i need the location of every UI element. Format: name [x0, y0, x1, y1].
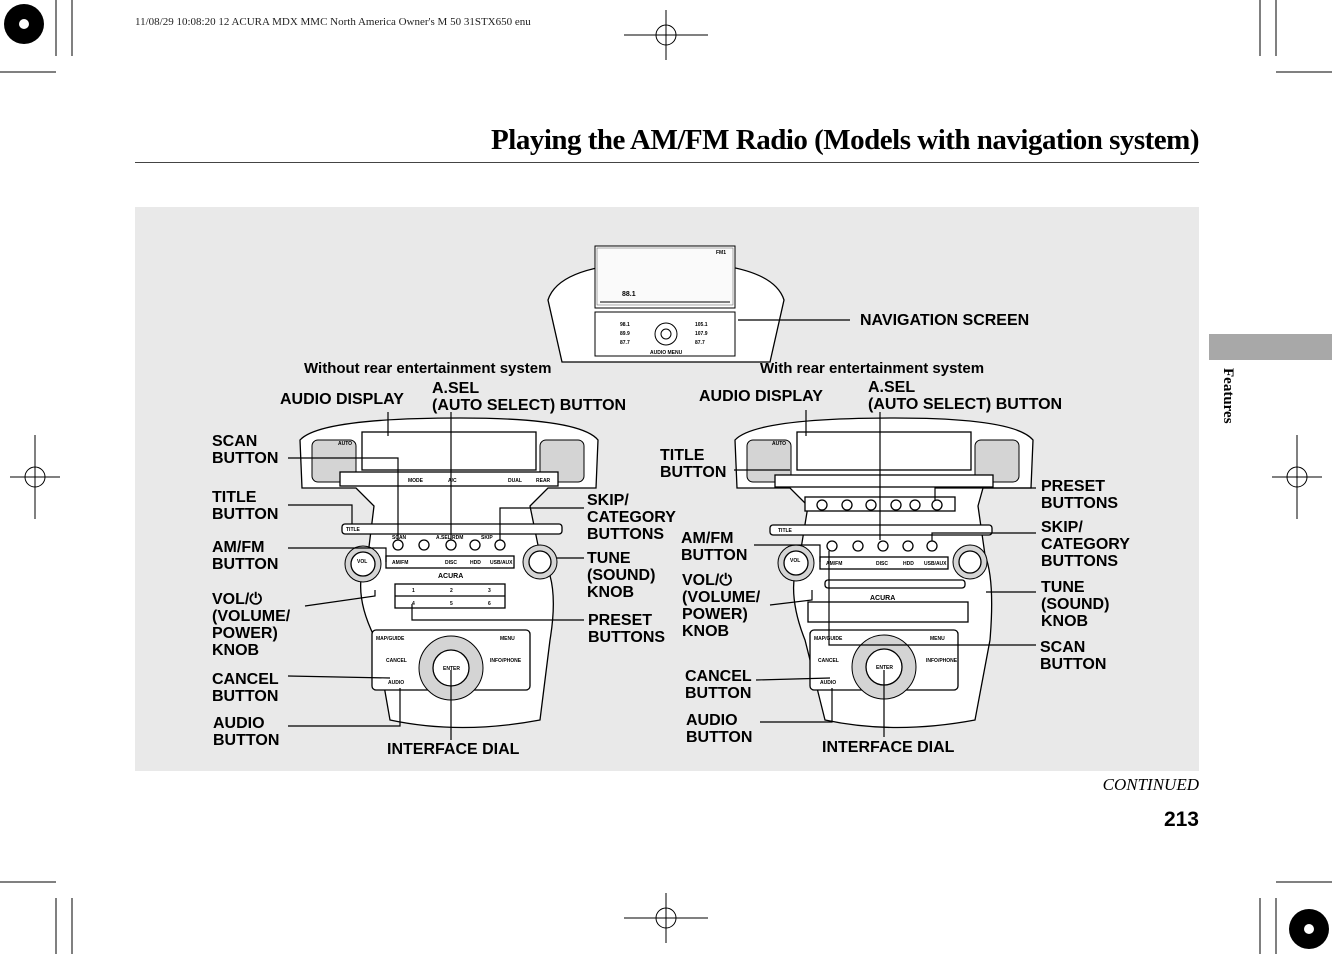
r-btn-enter: ENTER	[876, 665, 893, 671]
btn-rear: REAR	[536, 478, 551, 484]
btn-usb: USB/AUX	[490, 560, 513, 566]
label-tune-left: TUNE (SOUND) KNOB	[587, 550, 656, 601]
console-left: AUTO MODE A/C DUAL REAR TITLE SCAN A.SEL…	[299, 417, 599, 729]
label-tune-right: TUNE (SOUND) KNOB	[1041, 579, 1110, 630]
preset-6: 6	[488, 601, 491, 607]
screen-band: FM1	[716, 250, 726, 256]
btn-map: MAP/GUIDE	[376, 636, 405, 642]
preset-3: 3	[488, 588, 491, 594]
label-vol-left: VOL/⏻ (VOLUME/ POWER) KNOB	[212, 591, 291, 659]
title-rule	[135, 162, 1199, 163]
label-dial-right: INTERFACE DIAL	[822, 739, 955, 756]
subtitle-with: With rear entertainment system	[760, 360, 985, 377]
r-btn-audio: AUDIO	[820, 680, 836, 686]
navigation-screen: 88.1 FM1 98.1 89.9 87.7 105.1 107.9 87.7…	[547, 245, 785, 363]
screen-preset-l2: 89.9	[620, 331, 630, 337]
brand-logo: ACURA	[438, 573, 463, 580]
preset-5: 5	[450, 601, 453, 607]
label-asel-right: A.SEL (AUTO SELECT) BUTTON	[868, 379, 1063, 413]
label-amfm-right: AM/FM BUTTON	[681, 530, 748, 564]
label-vol-right: VOL/⏻ (VOLUME/ POWER) KNOB	[682, 572, 761, 640]
screen-preset-r1: 105.1	[695, 322, 708, 328]
label-title-left: TITLE BUTTON	[212, 489, 279, 523]
btn-cancel: CANCEL	[386, 658, 407, 664]
preset-4: 4	[412, 601, 415, 607]
r-btn-amfm: AM/FM	[826, 561, 842, 567]
r-btn-disc: DISC	[876, 561, 888, 567]
r-btn-vol: VOL	[790, 558, 800, 564]
label-navigation-screen: NAVIGATION SCREEN	[860, 312, 1030, 329]
screen-preset-l3: 87.7	[620, 340, 630, 346]
screen-preset-l1: 98.1	[620, 322, 630, 328]
btn-audio: AUDIO	[388, 680, 404, 686]
btn-menu: MENU	[500, 636, 515, 642]
sunburst-mark	[4, 4, 1329, 949]
r-btn-auto: AUTO	[772, 441, 786, 447]
label-preset-right: PRESET BUTTONS	[1041, 478, 1119, 512]
label-cancel-right: CANCEL BUTTON	[685, 668, 752, 702]
label-amfm-left: AM/FM BUTTON	[212, 539, 279, 573]
section-label: Features	[1220, 368, 1236, 424]
btn-scan: SCAN	[392, 535, 407, 541]
r-btn-title: TITLE	[778, 528, 793, 534]
label-preset-left: PRESET BUTTONS	[588, 612, 666, 646]
btn-asel: A.SEL RDM	[436, 535, 463, 541]
btn-auto: AUTO	[338, 441, 352, 447]
label-audio-display-right: AUDIO DISPLAY	[699, 388, 823, 405]
r-btn-cancel: CANCEL	[818, 658, 839, 664]
console-right: AUTO TITLE AM/FM DISC HDD USB/AUX VOL AC…	[734, 417, 1034, 729]
label-title-right: TITLE BUTTON	[660, 447, 727, 481]
btn-amfm: AM/FM	[392, 560, 408, 566]
continued-note: CONTINUED	[1102, 775, 1199, 794]
screen-preset-r3: 87.7	[695, 340, 705, 346]
r-btn-info: INFO/PHONE	[926, 658, 958, 664]
label-scan-left: SCAN BUTTON	[212, 433, 279, 467]
label-audio-display-left: AUDIO DISPLAY	[280, 391, 404, 408]
print-header: 11/08/29 10:08:20 12 ACURA MDX MMC North…	[135, 16, 531, 28]
btn-enter: ENTER	[443, 666, 460, 672]
r-brand-logo: ACURA	[870, 595, 895, 602]
screen-audio-menu: AUDIO MENU	[650, 350, 683, 356]
screen-freq: 88.1	[622, 291, 636, 298]
screen-preset-r2: 107.9	[695, 331, 708, 337]
section-tab	[1209, 334, 1332, 360]
label-audio-left: AUDIO BUTTON	[213, 715, 280, 749]
label-audio-right: AUDIO BUTTON	[686, 712, 753, 746]
label-scan-right: SCAN BUTTON	[1040, 639, 1107, 673]
page-number: 213	[1163, 808, 1199, 831]
btn-ac: A/C	[448, 478, 457, 484]
btn-hdd: HDD	[470, 560, 481, 566]
subtitle-without: Without rear entertainment system	[304, 360, 552, 377]
callout-lines	[287, 319, 1036, 740]
label-skip-left: SKIP/ CATEGORY BUTTONS	[587, 492, 676, 543]
preset-2: 2	[450, 588, 453, 594]
page-title: Playing the AM/FM Radio (Models with nav…	[491, 124, 1199, 156]
btn-disc: DISC	[445, 560, 457, 566]
preset-1: 1	[412, 588, 415, 594]
btn-mode: MODE	[408, 478, 424, 484]
label-cancel-left: CANCEL BUTTON	[212, 671, 279, 705]
btn-vol: VOL	[357, 559, 367, 565]
r-btn-usb: USB/AUX	[924, 561, 947, 567]
label-dial-left: INTERFACE DIAL	[387, 741, 520, 758]
label-skip-right: SKIP/ CATEGORY BUTTONS	[1041, 519, 1130, 570]
btn-dual: DUAL	[508, 478, 522, 484]
btn-info: INFO/PHONE	[490, 658, 522, 664]
r-btn-menu: MENU	[930, 636, 945, 642]
label-asel-left: A.SEL (AUTO SELECT) BUTTON	[432, 380, 627, 414]
r-btn-hdd: HDD	[903, 561, 914, 567]
btn-skip: SKIP	[481, 535, 493, 541]
btn-title: TITLE	[346, 527, 361, 533]
